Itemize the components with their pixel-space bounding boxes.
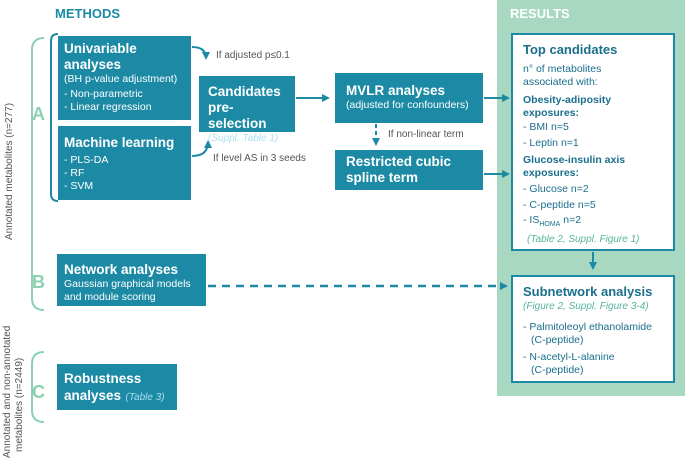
top-candidates-box: Top candidates n° of metabolites associa… (511, 33, 675, 251)
robustness-title-1: Robustness (64, 371, 142, 386)
subnetwork-item-1-line2: (C-peptide) (531, 334, 584, 346)
section-letter-b: B (32, 272, 45, 292)
mvlr-subtitle: (adjusted for confounders) (346, 99, 469, 111)
subnetwork-box: Subnetwork analysis (Figure 2, Suppl. Fi… (511, 275, 675, 383)
glucose-heading-2: exposures: (523, 167, 580, 179)
machine-learning-item: - SVM (64, 180, 94, 192)
robustness-box: Robustness analyses (Table 3) (57, 364, 177, 410)
network-desc-1: Gaussian graphical models (64, 278, 191, 290)
spline-box: Restricted cubic spline term (335, 150, 483, 190)
bracket-non-annotated (31, 351, 45, 423)
side-label-non-annotated-2: metabolites (n=2449) (14, 357, 25, 452)
is-subscript: HOMA (539, 221, 561, 229)
note-if-level: If level AS in 3 seeds (213, 153, 306, 164)
top-candidates-intro-1: n° of metabolites (523, 63, 602, 75)
results-header: RESULTS (510, 6, 570, 21)
machine-learning-item: - PLS-DA (64, 154, 109, 166)
arrow-univariable (191, 46, 210, 60)
obesity-item: - Leptin n=1 (523, 136, 579, 149)
univariable-box: Univariable analyses (BH p-value adjustm… (58, 36, 191, 120)
glucose-item: - Glucose n=2 (523, 183, 589, 195)
top-candidates-title: Top candidates (523, 42, 618, 57)
section-letter-c: C (32, 382, 45, 402)
robustness-title-2: analyses (64, 388, 122, 403)
spline-title-1: Restricted cubic (346, 154, 452, 169)
glucose-heading-1: Glucose-insulin axis (523, 154, 626, 166)
univariable-subtitle: (BH p-value adjustment) (64, 73, 178, 85)
univariable-item: - Non-parametric (64, 88, 143, 100)
is-suffix: n=2 (560, 214, 582, 226)
network-desc-2: and module scoring (64, 291, 156, 303)
bracket-annotated (31, 37, 45, 311)
obesity-heading-1: Obesity-adiposity (523, 94, 612, 106)
machine-learning-box: Machine learning - PLS-DA - RF - SVM (58, 126, 191, 200)
methods-header: METHODS (55, 6, 120, 21)
subnetwork-item-2-line2: (C-peptide) (531, 364, 584, 376)
note-if-nonlinear: If non-linear term (388, 129, 464, 140)
network-box: Network analyses Gaussian graphical mode… (57, 254, 206, 306)
is-prefix: - IS (523, 214, 540, 226)
candidates-ref: (Suppl. Table 1) (208, 133, 279, 144)
section-letter-a: A (32, 104, 45, 124)
subnetwork-item-1-line1: - Palmitoleoyl ethanolamide (523, 321, 652, 333)
obesity-item: - BMI n=5 (523, 121, 569, 133)
candidates-title-2: pre-selection (208, 100, 267, 131)
top-candidates-intro-2: associated with: (523, 76, 598, 88)
spline-title-2: spline term (346, 170, 419, 185)
glucose-item-is: - ISHOMA n=2 (523, 213, 663, 233)
univariable-title-2: analyses (64, 57, 122, 72)
top-candidates-ref: (Table 2, Suppl. Figure 1) (527, 233, 640, 245)
side-label-annotated: Annotated metabolites (n=277) (4, 102, 15, 240)
side-label-non-annotated-1: Annotated and non-annotated (2, 325, 13, 458)
obesity-heading-2: exposures: (523, 107, 580, 119)
mvlr-box: MVLR analyses (adjusted for confounders) (335, 73, 483, 123)
robustness-ref: (Table 3) (125, 392, 165, 403)
candidates-box: Candidates pre-selection (Suppl. Table 1… (199, 76, 295, 144)
subnetwork-item-2-line1: - N-acetyl-L-alanine (523, 351, 615, 363)
machine-learning-title: Machine learning (64, 135, 175, 150)
network-title: Network analyses (64, 262, 179, 277)
machine-learning-item: - RF (64, 167, 85, 179)
bracket-methods-a (50, 33, 59, 202)
candidates-title-1: Candidates (208, 84, 281, 99)
mvlr-title: MVLR analyses (346, 83, 446, 98)
note-if-adjusted: If adjusted p≤0.1 (216, 50, 290, 61)
subnetwork-title: Subnetwork analysis (523, 284, 653, 299)
univariable-item: - Linear regression (64, 101, 152, 113)
glucose-item: - C-peptide n=5 (523, 198, 596, 211)
arrow-ml (191, 140, 212, 157)
subnetwork-ref: (Figure 2, Suppl. Figure 3-4) (523, 301, 649, 312)
univariable-title-1: Univariable (64, 41, 137, 56)
